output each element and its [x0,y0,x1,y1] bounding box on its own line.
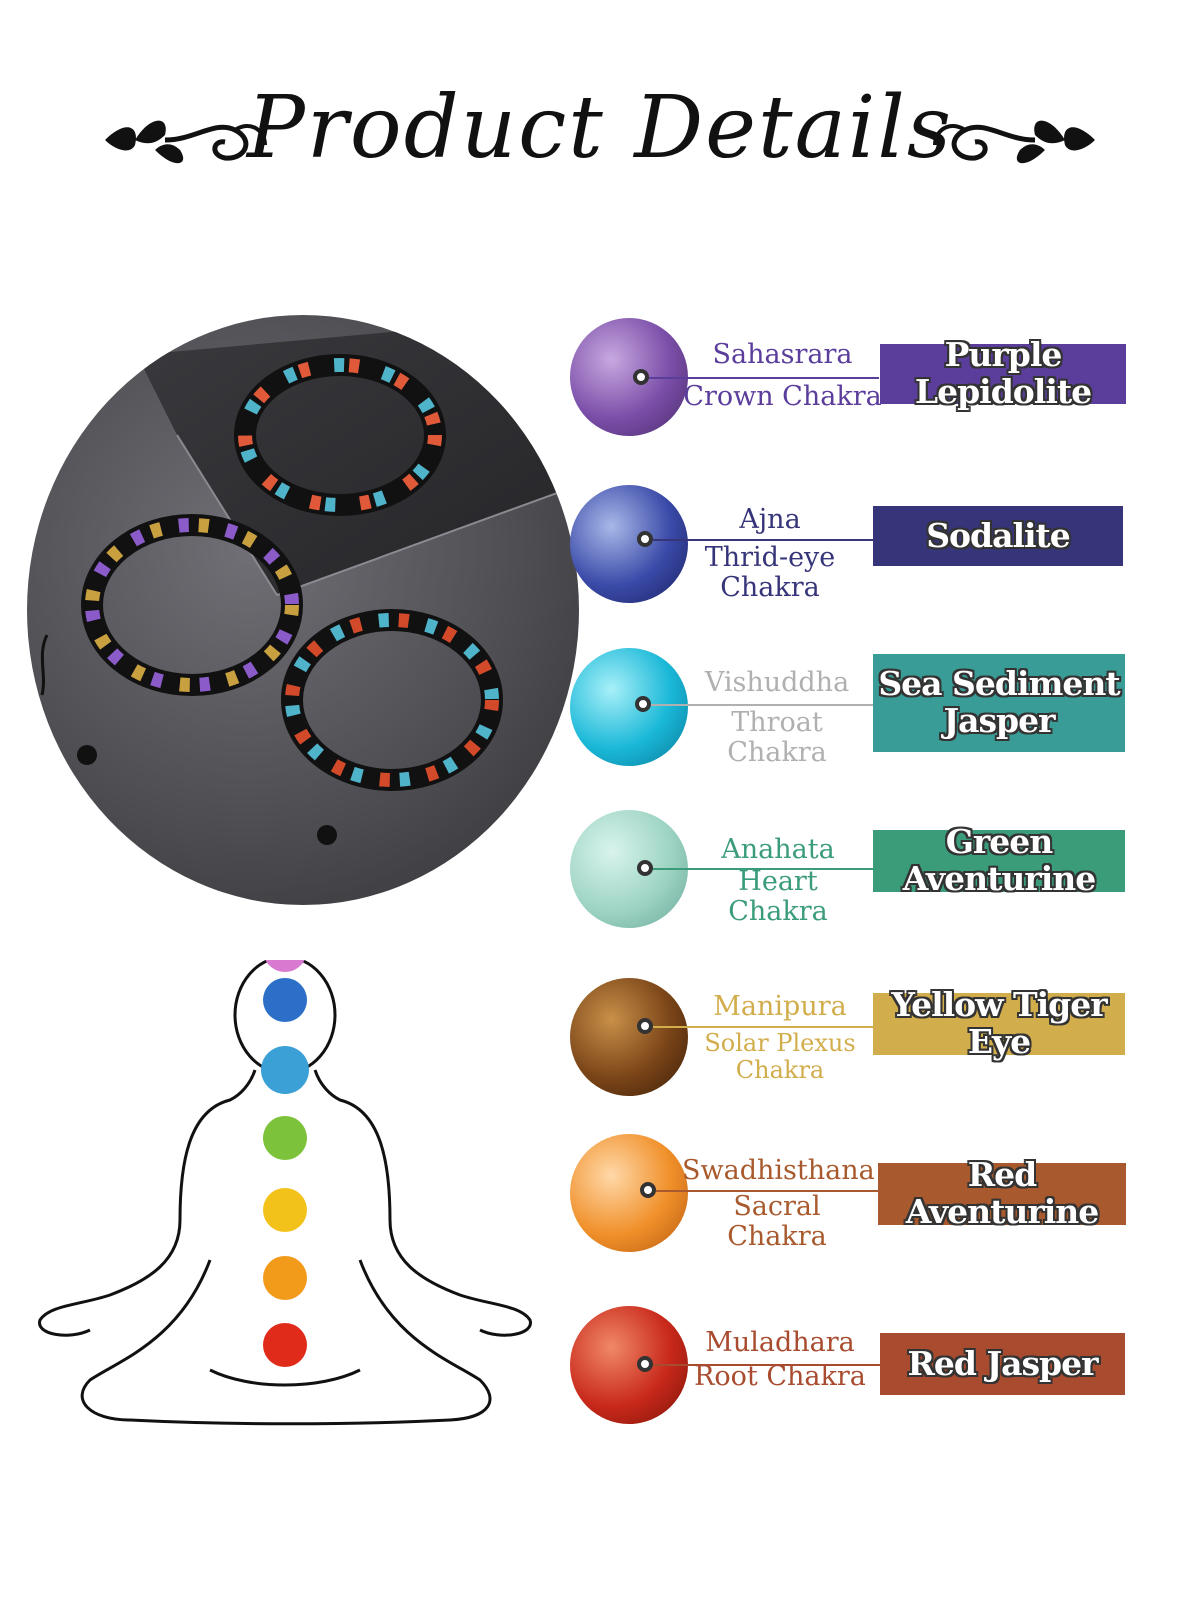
stone-badge: Red Aventurine [878,1156,1126,1230]
leader-line [653,1364,880,1366]
chakra-row-root: Muladhara Root Chakra Red Jasper [570,1306,1170,1436]
sodalite-bead-icon [570,485,688,603]
chakra-label: Sahasrara Crown Chakra [675,339,890,413]
third-eye-chakra-icon [263,978,307,1022]
stone-badge: Yellow Tiger Eye [873,986,1125,1060]
red-aventurine-bead-icon [570,1134,688,1252]
chakra-row-third-eye: Ajna Thrid-eye Chakra Sodalite [570,485,1170,615]
leader-line [649,377,879,379]
pointer-dot-icon [635,696,651,712]
page-title: Product Details [246,78,954,178]
pointer-dot-icon [637,1018,653,1034]
chakra-english-name: Throat Chakra [727,707,827,769]
stone-badge: Green Aventurine [873,823,1125,897]
bracelet-product-photo [27,315,579,905]
meditation-figure-illustration [38,960,532,1426]
chakra-row-throat: Vishuddha Throat Chakra Sea Sediment Jas… [570,648,1170,778]
chakra-row-sacral: Swadhisthana Sacral Chakra Red Aventurin… [570,1134,1170,1264]
throat-chakra-icon [261,1046,309,1094]
chakra-sanskrit-name: Sahasrara [712,339,853,370]
leader-line [651,704,873,706]
sea-sediment-jasper-bead-icon [570,648,688,766]
crown-chakra-icon [265,960,305,972]
leaf-ornament-icon [933,120,1095,164]
stone-badge: Sea Sediment Jasper [873,654,1125,752]
stone-badge: Red Jasper [880,1333,1125,1395]
chakra-label: Anahata Heart Chakra [688,834,868,928]
pointer-dot-icon [637,531,653,547]
chakra-row-solar-plexus: Manipura Solar Plexus Chakra Yellow Tige… [570,978,1170,1108]
leader-line [653,1026,873,1028]
chakra-label: Manipura Solar Plexus Chakra [695,991,865,1085]
chakra-english-name: Sacral Chakra [727,1191,827,1253]
chakra-label: Muladhara Root Chakra [690,1327,870,1393]
leaf-ornament-icon [105,120,267,164]
solar-plexus-chakra-icon [263,1188,307,1232]
bracelets-illustration [40,315,579,845]
tiger-eye-bead-icon [570,978,688,1096]
chakra-row-heart: Anahata Heart Chakra Green Aventurine [570,810,1170,940]
sacral-chakra-icon [263,1256,307,1300]
leader-line [653,868,873,870]
chakra-row-crown: Sahasrara Crown Chakra Purple Lepidolite [570,318,1170,448]
chakra-sanskrit-name: Swadhisthana [682,1155,875,1186]
chakra-english-name: Crown Chakra [683,381,882,413]
chakra-sanskrit-name: Anahata [721,834,835,865]
leader-line [656,1190,878,1192]
chakra-sanskrit-name: Muladhara [705,1327,855,1358]
leader-line [653,539,873,541]
chakra-label: Swadhisthana Sacral Chakra [682,1155,875,1253]
pointer-dot-icon [637,860,653,876]
chakra-english-name: Heart Chakra [728,866,828,928]
chakra-english-name: Root Chakra [694,1361,866,1393]
heart-chakra-icon [263,1116,307,1160]
chakra-english-name: Solar Plexus Chakra [704,1029,856,1085]
pointer-dot-icon [637,1356,653,1372]
pointer-dot-icon [633,369,649,385]
chakra-label: Vishuddha Throat Chakra [682,667,872,769]
chakra-sanskrit-name: Vishuddha [704,667,850,698]
root-chakra-icon [263,1323,307,1367]
stone-badge: Sodalite [873,506,1123,566]
chakra-sanskrit-name: Ajna [739,504,801,535]
chakra-sanskrit-name: Manipura [713,991,847,1022]
pointer-dot-icon [640,1182,656,1198]
title-banner: Product Details [0,70,1200,200]
stone-badge: Purple Lepidolite [880,336,1126,410]
chakra-english-name: Thrid-eye Chakra [704,542,836,604]
chakra-label: Ajna Thrid-eye Chakra [680,504,860,604]
